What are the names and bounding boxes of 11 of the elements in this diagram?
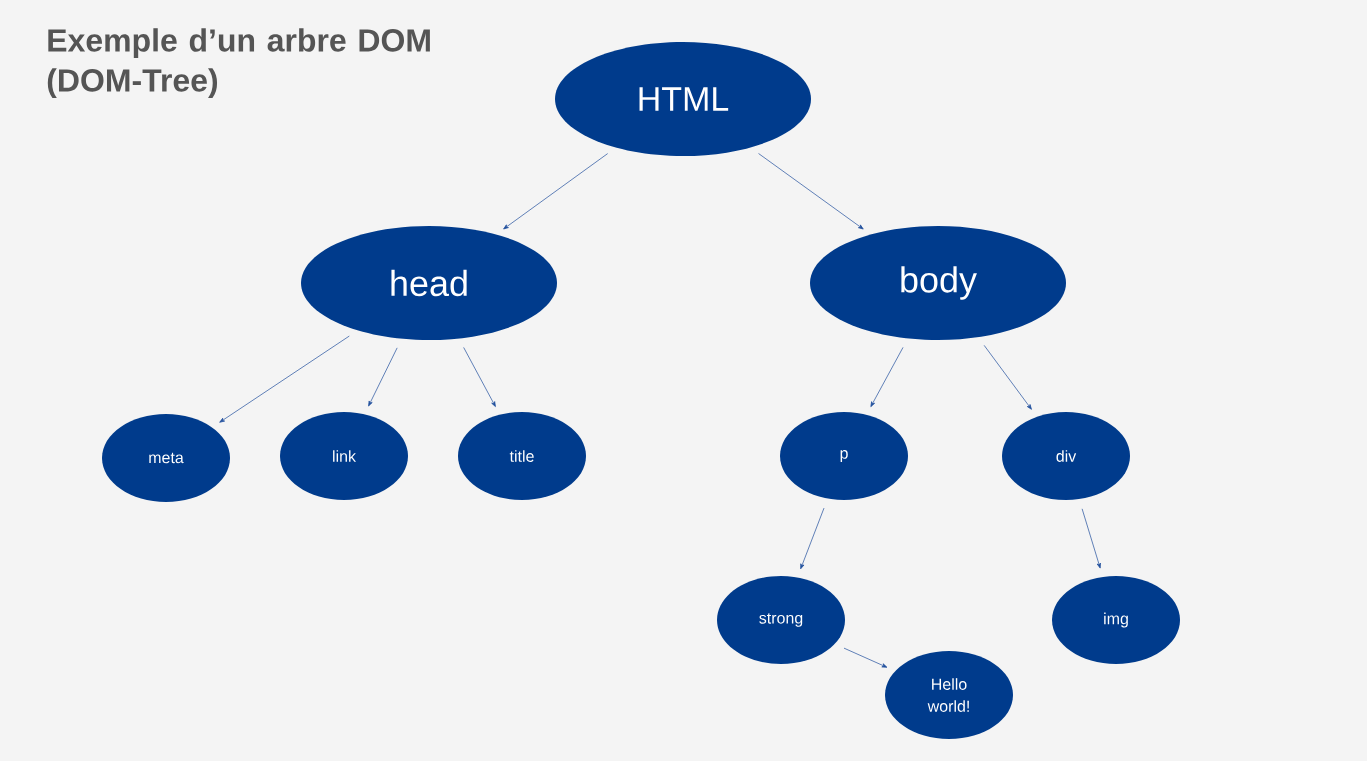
arrow — [503, 153, 609, 230]
arrow — [1081, 508, 1101, 569]
arrow — [800, 507, 825, 570]
arrow — [843, 647, 888, 668]
arrow — [983, 345, 1032, 410]
arrow — [463, 347, 496, 407]
title: Exemple d’un arbre DOM (DOM-Tree) — [47, 28, 430, 99]
arrow — [758, 153, 864, 230]
arrow — [368, 347, 398, 407]
arrow — [870, 347, 904, 408]
arrow — [219, 335, 350, 423]
